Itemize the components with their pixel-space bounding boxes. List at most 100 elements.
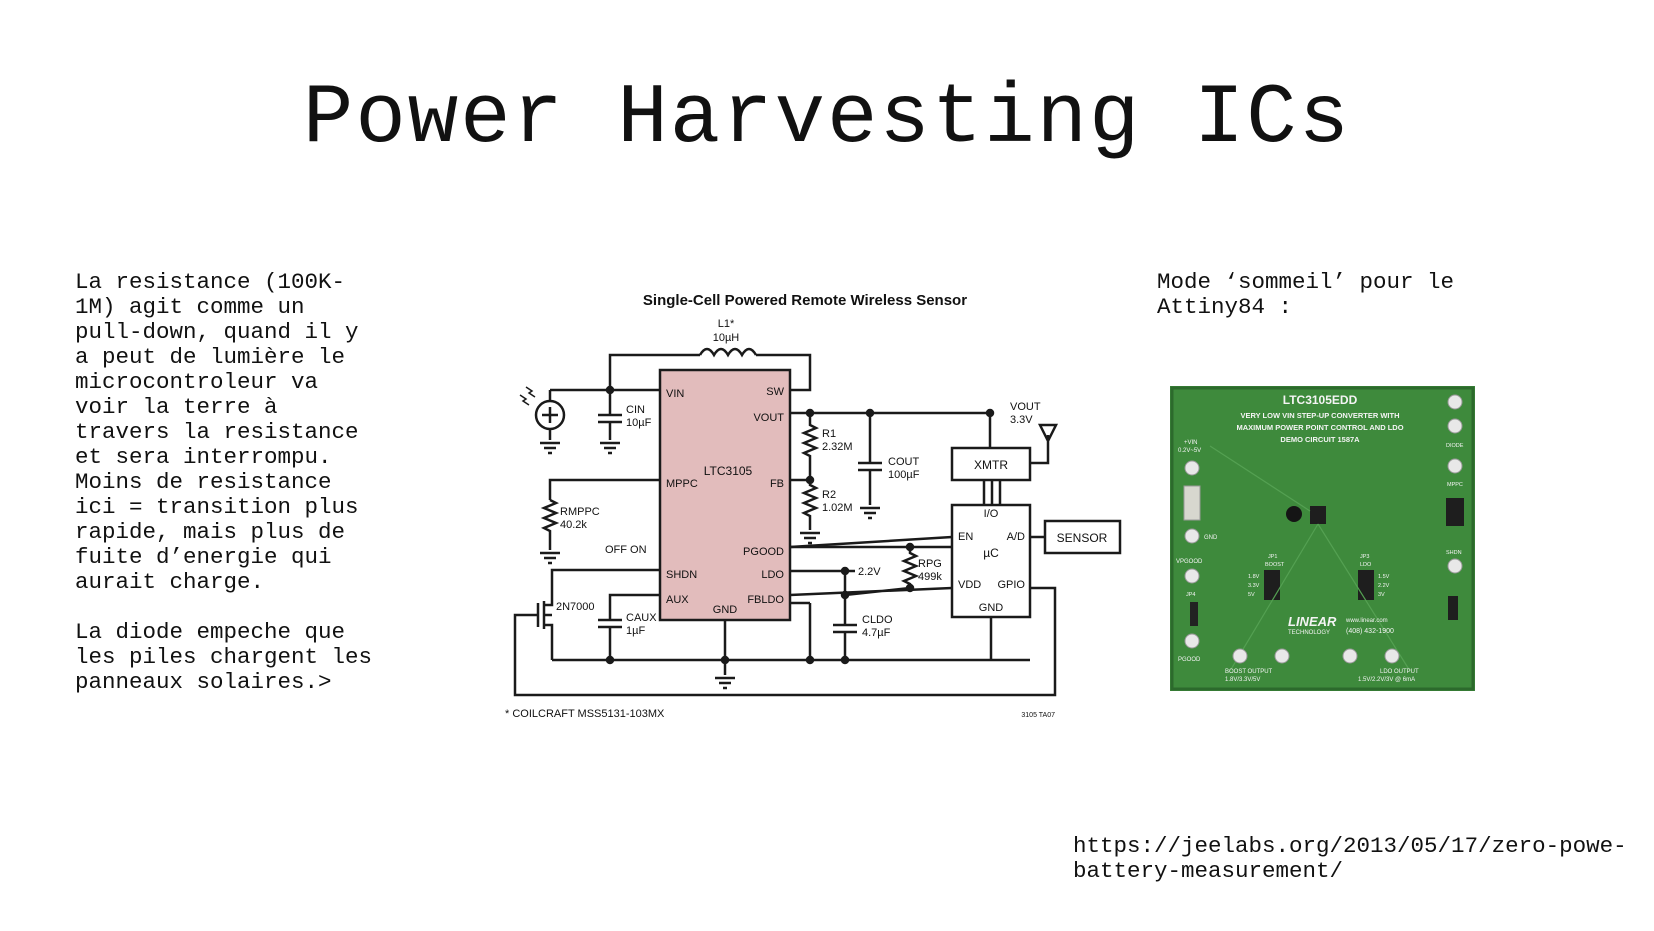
cout-value: 100µF: [888, 469, 920, 481]
source-link[interactable]: https://jeelabs.org/2013/05/17/zero-powe…: [1073, 833, 1627, 884]
pull-down-paragraph: La resistance (100K-1M) agit comme un pu…: [75, 269, 373, 595]
gnd-terminal-icon: [1184, 528, 1200, 544]
pin-sw-label: SW: [766, 386, 784, 398]
offon-label: OFF ON: [605, 544, 647, 556]
board-vin-range: 0.2V~5V: [1178, 448, 1201, 454]
cout-label: COUT: [888, 456, 919, 468]
board-shdn-label: SHDN: [1446, 550, 1462, 556]
rmppc-resistor: [540, 498, 560, 550]
inductor-coil: [698, 347, 758, 358]
board-ldo-opt2: 2.2V: [1378, 583, 1390, 589]
board-brand-sub: TECHNOLOGY: [1288, 630, 1330, 636]
board-ldo-opt1: 1.5V: [1378, 574, 1390, 580]
board-desc-line2: MAXIMUM POWER POINT CONTROL AND LDO: [1236, 423, 1403, 432]
board-boost-opt2: 3.3V: [1248, 583, 1260, 589]
cin-value: 10µF: [626, 417, 652, 429]
pin-fbldo-label: FBLDO: [747, 594, 784, 606]
board-vin-label: +VIN: [1184, 440, 1198, 446]
board-vpgood-label: VPGOOD: [1176, 559, 1203, 565]
cin-label: CIN: [626, 404, 645, 416]
board-brand: LINEAR: [1288, 614, 1337, 629]
board-desc-line3: DEMO CIRCUIT 1587A: [1280, 435, 1360, 444]
uc-gnd-label: GND: [979, 602, 1004, 614]
caux-label: CAUX: [626, 612, 657, 624]
ltc3105-chip: [1310, 506, 1326, 524]
board-jp3-label: JP3: [1360, 554, 1369, 560]
circuit-schematic: Single-Cell Powered Remote Wireless Sens…: [505, 292, 1122, 720]
pin-mppc-label: MPPC: [666, 478, 698, 490]
pin-aux-label: AUX: [666, 594, 689, 606]
board-gnd-label: GND: [1204, 535, 1218, 541]
sensor-block: [1043, 519, 1122, 555]
board-boost-opt1: 1.8V: [1248, 574, 1260, 580]
r1-value: 2.32M: [822, 441, 853, 453]
board-ldo-opt3: 3V: [1378, 592, 1385, 598]
r1-label: R1: [822, 428, 836, 440]
board-url: www.linear.com: [1345, 618, 1388, 624]
inductor-label: L1*: [718, 318, 735, 330]
xmtr-label: XMTR: [974, 458, 1008, 472]
board-boost-opt3: 5V: [1248, 592, 1255, 598]
board-jp1-label: JP1: [1268, 554, 1277, 560]
ldo-jumper[interactable]: [1358, 570, 1374, 600]
demo-board-photo: LTC3105EDD VERY LOW VIN STEP-UP CONVERTE…: [1170, 386, 1475, 691]
uc-ad-label: A/D: [1007, 531, 1025, 543]
rpg-resistor: [900, 547, 920, 588]
uc-label: µC: [983, 546, 999, 560]
rmppc-label: RMPPC: [560, 506, 600, 518]
antenna-icon: [1030, 423, 1059, 465]
shdn-jumper[interactable]: [1448, 596, 1458, 620]
cldo-label: CLDO: [862, 614, 893, 626]
vout-value: 3.3V: [1010, 414, 1033, 426]
pin-gnd-label: GND: [713, 604, 738, 616]
vout-label: VOUT: [1010, 401, 1041, 413]
ldo-voltage-label: 2.2V: [858, 566, 881, 578]
caux-value: 1µF: [626, 625, 645, 637]
r1-resistor: [800, 413, 820, 480]
r2-resistor: [800, 480, 820, 545]
slide-title: Power Harvesting ICs: [302, 72, 1352, 167]
uc-gpio-label: GPIO: [997, 579, 1025, 591]
mosfet-2n7000: [530, 595, 554, 660]
uc-vdd-label: VDD: [958, 579, 981, 591]
pin-ldo-label: LDO: [761, 569, 784, 581]
pin-vin-label: VIN: [666, 388, 684, 400]
left-text-block: La resistance (100K-1M) agit comme un pu…: [75, 270, 385, 695]
board-part-number: LTC3105EDD: [1283, 393, 1358, 407]
board-mppc-label: MPPC: [1447, 482, 1463, 488]
board-boost-output-vals: 1.8V/3.3V/5V: [1225, 677, 1260, 683]
cldo-value: 4.7µF: [862, 627, 891, 639]
inductor-value: 10µH: [713, 332, 740, 344]
board-desc-line1: VERY LOW VIN STEP-UP CONVERTER WITH: [1240, 411, 1399, 420]
uc-io-label: I/O: [984, 508, 999, 520]
board-boost-output: BOOST OUTPUT: [1225, 669, 1273, 675]
microcontroller-block: [950, 503, 1032, 619]
pin-shdn-label: SHDN: [666, 569, 697, 581]
diode-jumper[interactable]: [1446, 498, 1464, 526]
figure-code: 3105 TA07: [1021, 712, 1055, 719]
ic-name-label: LTC3105: [704, 464, 753, 478]
rpg-label: RPG: [918, 558, 942, 570]
sensor-label: SENSOR: [1057, 531, 1108, 545]
diode-paragraph: La diode empeche que les piles chargent …: [75, 619, 386, 695]
board-phone: (408) 432-1900: [1346, 628, 1394, 635]
sleep-mode-text: Mode ‘sommeil’ pour le Attiny84 :: [1157, 269, 1468, 320]
footnote-text: * COILCRAFT MSS5131-103MX: [505, 708, 665, 720]
r2-label: R2: [822, 489, 836, 501]
vin-terminal-icon: [1184, 460, 1200, 476]
board-ldo-label: LDO: [1360, 562, 1372, 568]
r2-value: 1.02M: [822, 502, 853, 514]
boost-jumper[interactable]: [1264, 570, 1280, 600]
board-diode-label: DIODE: [1446, 443, 1464, 449]
board-boost-label: BOOST: [1265, 562, 1285, 568]
board-ldo-output-vals: 1.5V/2.2V/3V @ 6mA: [1358, 677, 1415, 683]
schematic-title: Single-Cell Powered Remote Wireless Sens…: [643, 292, 967, 309]
rmppc-value: 40.2k: [560, 519, 587, 531]
board-jp4-label: JP4: [1186, 592, 1195, 598]
pin-fb-label: FB: [770, 478, 784, 490]
board-ldo-output: LDO OUTPUT: [1380, 669, 1419, 675]
rpg-value: 499k: [918, 571, 942, 583]
uc-en-label: EN: [958, 531, 973, 543]
pin-pgood-label: PGOOD: [743, 546, 784, 558]
ltc3105-ic: [658, 368, 792, 622]
